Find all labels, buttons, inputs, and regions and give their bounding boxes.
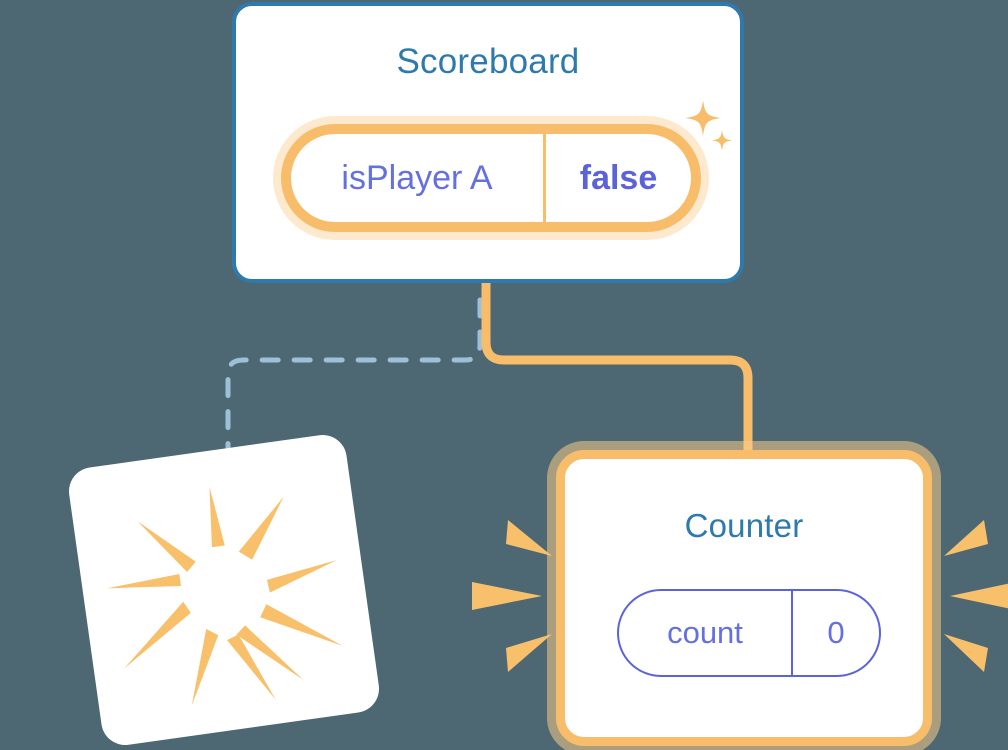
sparkle-icon-small	[712, 130, 732, 151]
sparkle-group	[685, 100, 732, 151]
scoreboard-title: Scoreboard	[396, 42, 580, 81]
sparkle-icon-large	[685, 100, 721, 136]
component-card-scoreboard[interactable]: Scoreboard isPlayer A false	[232, 2, 744, 283]
prop-pill-isplayera[interactable]: isPlayer A false	[281, 124, 701, 232]
prop-key-label: count	[619, 591, 793, 675]
counter-title: Counter	[684, 507, 804, 544]
prop-key-label: isPlayer A	[291, 134, 546, 222]
ghost-component-card[interactable]	[65, 431, 383, 749]
connector-scoreboard-to-counter	[481, 278, 753, 467]
prop-pill-count[interactable]: count 0	[617, 589, 881, 677]
prop-value-label: 0	[827, 615, 845, 650]
prop-value-label: false	[579, 158, 658, 197]
burst-rays-icon-right	[944, 520, 1008, 672]
radial-burst-icon	[106, 487, 343, 706]
component-card-counter[interactable]: Counter count 0	[556, 450, 932, 746]
burst-rays-icon-left	[472, 520, 552, 672]
